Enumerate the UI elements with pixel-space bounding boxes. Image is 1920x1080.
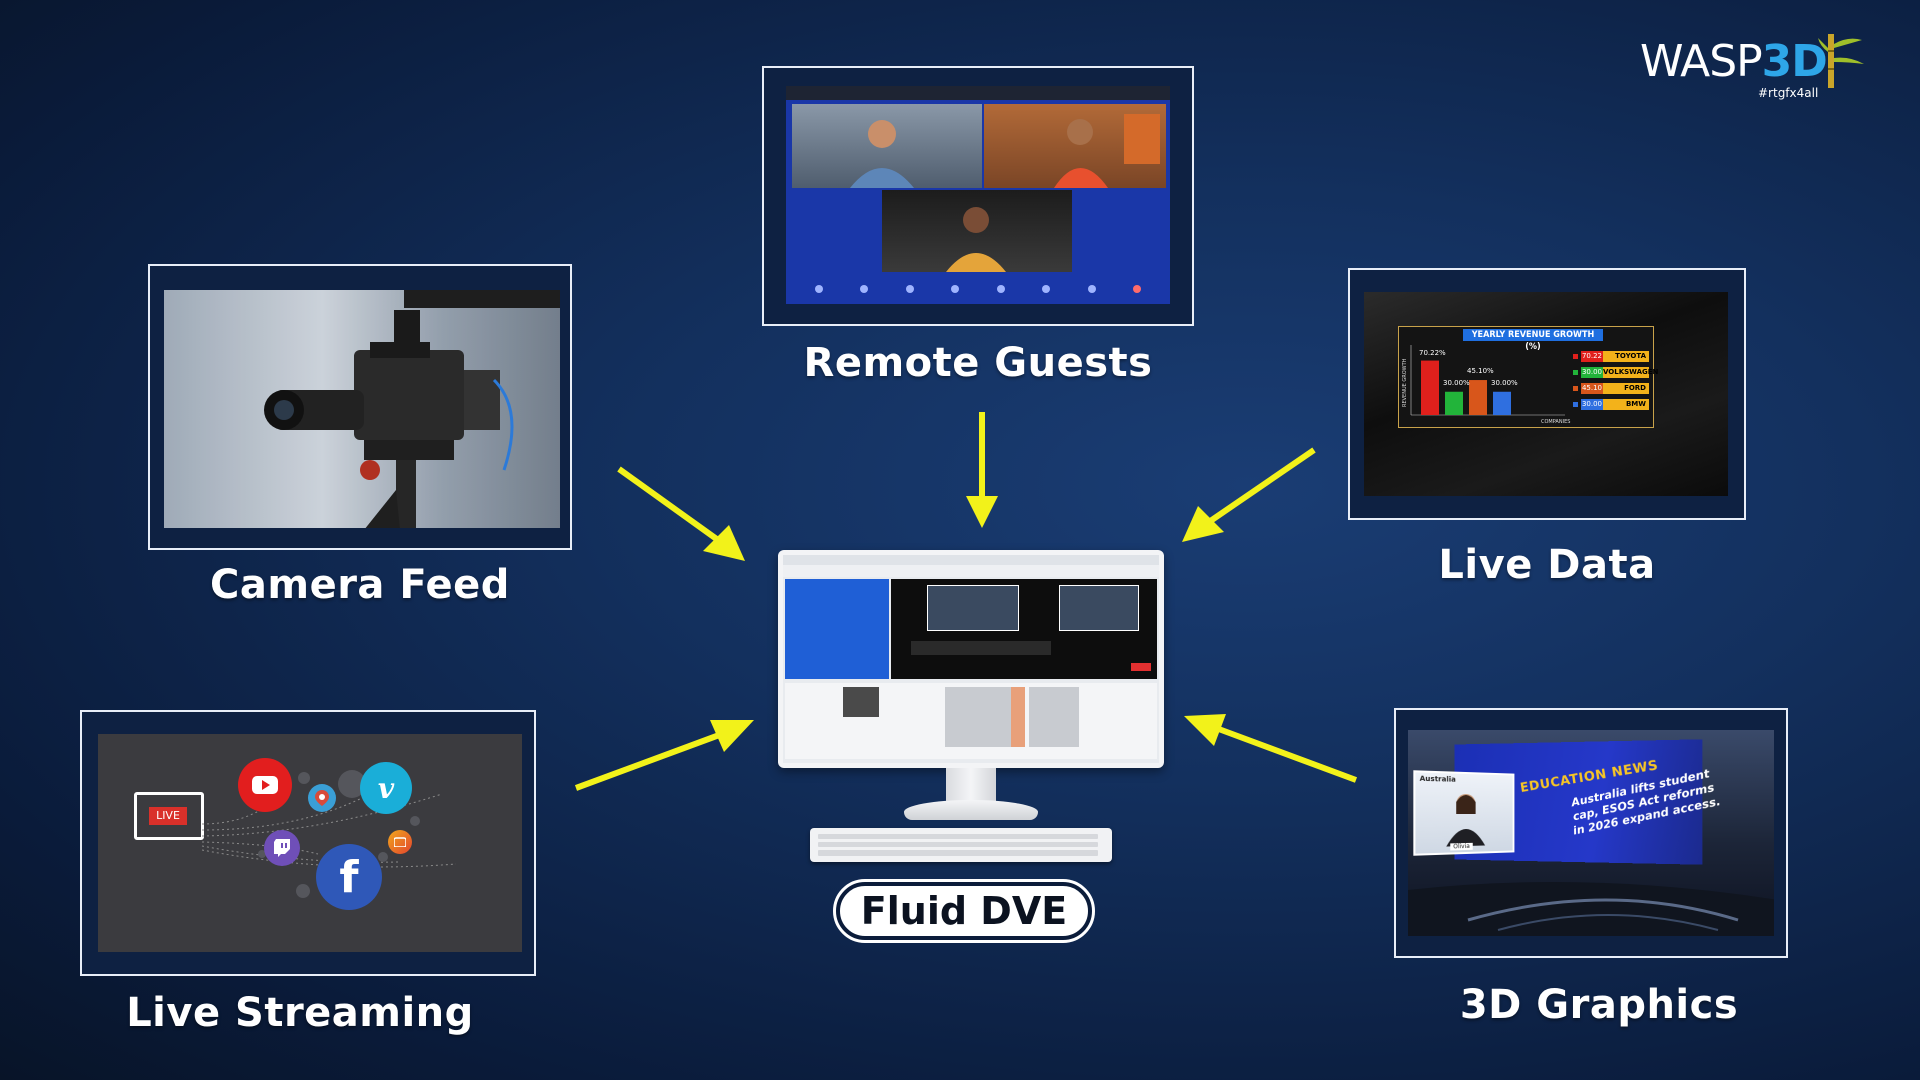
chart-x-axis-label: COMPANIES [1541, 419, 1571, 425]
arrow-from-camera [617, 466, 745, 561]
periscope-icon [308, 784, 336, 812]
remote-guests-panel [762, 66, 1194, 326]
legend-swatch [1573, 386, 1578, 391]
legend-swatch [1573, 354, 1578, 359]
anchor-name: Olivia [1450, 842, 1473, 851]
record-icon [1042, 285, 1051, 293]
chart-title: YEARLY REVENUE GROWTH (%) [1463, 329, 1603, 352]
guest-tile [792, 104, 982, 188]
live-badge: LIVE [149, 807, 187, 825]
bar-value-label: 30.00% [1491, 379, 1518, 387]
bar-toyota [1421, 360, 1439, 415]
chat-icon [951, 285, 960, 293]
streaming-graphic [98, 734, 522, 952]
remote-guests-label: Remote Guests [803, 340, 1153, 386]
arrow-from-live-data [1182, 447, 1316, 542]
timeline-panel [785, 683, 1157, 759]
bamboo-icon [1818, 34, 1864, 88]
keyboard-icon [810, 828, 1112, 862]
monitor-base [904, 800, 1038, 820]
anchor-window: Australia Olivia [1413, 770, 1515, 856]
camera-feed-label: Camera Feed [210, 562, 510, 608]
bar-bmw [1493, 391, 1511, 415]
legend-value: 30.00 [1581, 399, 1603, 410]
conference-toolbar [796, 282, 1160, 300]
guest-avatar-icon [850, 120, 914, 188]
legend-row: 30.00 VOLKSWAGEN [1573, 367, 1659, 378]
live-data-panel: YEARLY REVENUE GROWTH (%) REVENUE GROWTH… [1348, 268, 1746, 520]
anchor-location: Australia [1419, 774, 1456, 784]
legend-row: 70.22 TOYOTA [1573, 351, 1649, 362]
guest-avatar-icon [1054, 114, 1160, 188]
share-icon [996, 285, 1005, 293]
fluid-dve-software-screen [783, 555, 1159, 763]
app-toolbar [783, 565, 1159, 577]
legend-value: 30.00 [1581, 367, 1603, 378]
legend-swatch [1573, 370, 1578, 375]
live-data-label: Live Data [1438, 542, 1656, 588]
logo-tagline: #rtgfx4all [1758, 86, 1819, 100]
logo-accent: 3D [1761, 36, 1828, 87]
legend-company: VOLKSWAGEN [1603, 367, 1659, 378]
bar-value-label: 70.22% [1419, 349, 1446, 357]
legend-company: TOYOTA [1603, 351, 1649, 362]
broadcast-camera-icon [164, 290, 560, 528]
wasp3d-logo: WASP3D #rtgfx4all [1640, 34, 1870, 106]
arrow-from-3d-graphics [1184, 714, 1358, 783]
news-anchor-icon [1446, 793, 1486, 847]
guest-avatar-icon [946, 207, 1006, 272]
video-conference-screenshot [786, 86, 1170, 304]
guest-tile [882, 190, 1072, 272]
camera-icon [860, 285, 869, 293]
facebook-icon: f [316, 844, 382, 910]
legend-company: BMW [1603, 399, 1649, 410]
stream-connection-lines [201, 785, 457, 868]
fluid-dve-monitor [778, 550, 1164, 768]
legend-value: 45.10 [1581, 383, 1603, 394]
legend-value: 70.22 [1581, 351, 1603, 362]
arrow-from-live-streaming [574, 720, 754, 791]
legend-swatch [1573, 402, 1578, 407]
studio-floor [1408, 882, 1774, 936]
live-data-graphic: YEARLY REVENUE GROWTH (%) REVENUE GROWTH… [1364, 292, 1728, 496]
arrow-from-remote-guests [966, 412, 998, 528]
leave-icon [1133, 285, 1142, 293]
live-streaming-label: Live Streaming [126, 990, 474, 1036]
preview-panel [891, 579, 1157, 679]
bar-value-label: 30.00% [1443, 379, 1470, 387]
live-streaming-panel: LIVE v f [80, 710, 536, 976]
legend-row: 30.00 BMW [1573, 399, 1649, 410]
revenue-chart: YEARLY REVENUE GROWTH (%) REVENUE GROWTH… [1398, 326, 1659, 428]
vimeo-icon: v [360, 762, 412, 814]
3d-graphics-panel: EDUCATION NEWS Australia lifts student c… [1394, 708, 1788, 958]
more-icon [1087, 285, 1096, 293]
twitch-icon [264, 830, 300, 866]
bar-value-label: 45.10% [1467, 367, 1494, 375]
legend-company: FORD [1603, 383, 1649, 394]
conference-title-bar [786, 86, 1170, 100]
guest-tile [984, 104, 1166, 188]
mic-icon [814, 285, 823, 293]
legend-row: 45.10 FORD [1573, 383, 1649, 394]
chart-bars [1410, 345, 1565, 416]
participants-icon [905, 285, 914, 293]
logo-wordmark: WASP [1640, 36, 1763, 87]
fluid-dve-label: Fluid DVE [833, 879, 1095, 943]
instagram-tv-icon [388, 830, 412, 854]
playlist-panel [785, 579, 889, 679]
camera-feed-panel [148, 264, 572, 550]
camera-photo [164, 290, 560, 528]
youtube-icon [238, 758, 292, 812]
bar-ford [1469, 380, 1487, 415]
3d-graphics-label: 3D Graphics [1459, 982, 1739, 1028]
monitor-stand [946, 768, 996, 804]
bar-volkswagen [1445, 391, 1463, 415]
tv-icon: LIVE [134, 792, 204, 840]
